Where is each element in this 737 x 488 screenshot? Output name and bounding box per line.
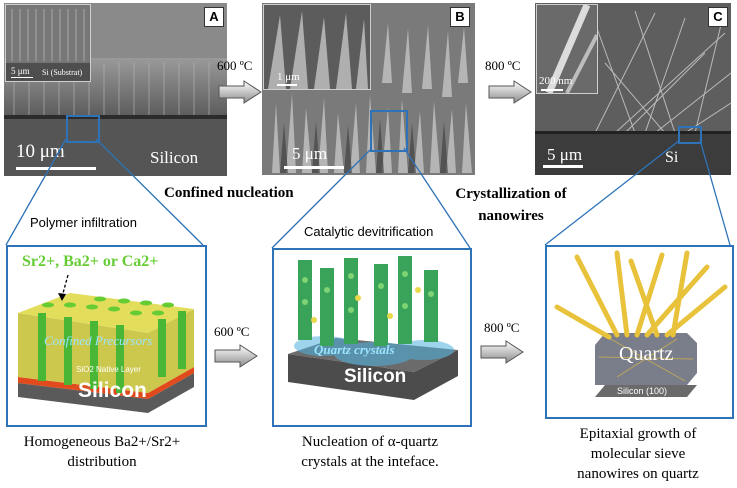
box-epitaxial-growth: Quartz Silicon (100) (545, 245, 734, 419)
box2-caption: Nucleation of α-quartz crystals at the i… (272, 432, 468, 472)
box3-caption-line3: nanowires on quartz (577, 466, 699, 482)
box2-substrate-label: Silicon (344, 366, 407, 387)
panel-c-scale-bar (543, 165, 583, 168)
box1-cations: Sr2+, Ba2+ or Ca2+ (22, 253, 158, 271)
box1-caption: Homogeneous Ba2+/Sr2+ distribution (4, 432, 200, 472)
box3-substrate-label: Silicon (100) (617, 386, 668, 396)
box2-illustration (288, 256, 458, 400)
box2-title: Catalytic devitrification (304, 224, 434, 239)
box1-title: Polymer infiltration (30, 215, 137, 230)
panel-c-inset-scale-label: 200 nm (539, 75, 573, 87)
box1-substrate-label: Silicon (78, 379, 147, 402)
temp-bottom-left: 600 ºC (214, 324, 250, 339)
box-catalytic-devitrification: Catalytic devitrification (272, 224, 472, 427)
box1-illustration (18, 274, 194, 413)
panel-c-inset-texture (545, 3, 599, 95)
panel-c-inset: 200 nm (536, 3, 599, 95)
arrow-bottom-left-icon (214, 344, 258, 368)
panel-c-sem-image: 200 nm C 5 μm Si (535, 3, 731, 175)
box2-caption-line2: crystals at the inteface. (301, 454, 439, 470)
panel-b-scale-label: 5 μm (292, 144, 328, 163)
box1-caption-line1: Homogeneous Ba2+/Sr2+ (23, 434, 181, 450)
box1-native-layer-label: SiO2 Native Layer (76, 365, 141, 374)
panel-a-inset-texture (6, 9, 90, 81)
stage-title-crystallization-text: Crystallization of nanowires (455, 186, 567, 224)
box3-caption: Epitaxial growth of molecular sieve nano… (543, 424, 733, 484)
panel-a-sem-image: 5 μm Si (Substrat) A 10 μm Silicon (4, 3, 227, 176)
box1-precursor-label: Confined Precursors (44, 333, 153, 348)
stage-title-crystallization: Crystallization of nanowires (436, 183, 586, 227)
panel-c-inset-scale-bar (541, 89, 563, 91)
panel-b-sem-image: 1 μm B 5 μm (262, 3, 475, 175)
panel-c-letter: C (708, 7, 728, 27)
box2-crystals-label: Quartz crystals (314, 342, 395, 357)
arrow-bottom-right-icon (480, 340, 524, 364)
box1-cations-text: Sr2+, Ba2+ or Ca2+ (22, 253, 159, 270)
panel-a-zoom-box (66, 115, 100, 143)
panel-a-inset: 5 μm Si (Substrat) (5, 4, 91, 82)
panel-c-scale-label: 5 μm (547, 145, 583, 164)
panel-a-inset-scale-bar (11, 77, 33, 78)
panel-b-zoom-box (370, 110, 408, 152)
panel-b-inset-texture (268, 11, 368, 89)
panel-c-zoom-box (678, 126, 702, 144)
panel-c-material-label: Si (665, 149, 679, 166)
box1-caption-line2: distribution (67, 454, 137, 470)
arrow-top-left-icon (218, 80, 262, 104)
panel-a-material-label: Silicon (150, 148, 199, 167)
panel-a-scale-label: 10 μm (16, 141, 65, 162)
temp-top-right: 800 ºC (485, 58, 521, 73)
panel-a-inset-scale-label: 5 μm (11, 66, 30, 76)
panel-b-scale-bar (284, 166, 344, 169)
box3-caption-line2: molecular sieve (590, 446, 686, 462)
panel-a-letter: A (204, 7, 224, 27)
temp-top-left: 600 ºC (217, 58, 253, 73)
panel-a-inset-caption: Si (Substrat) (42, 68, 83, 77)
stage-title-confined: Confined nucleation (164, 185, 294, 201)
panel-b-inset: 1 μm (263, 4, 371, 90)
panel-b-inset-scale-bar (277, 84, 297, 86)
box3-quartz-label: Quartz (619, 343, 674, 365)
panel-a-scale-bar (16, 167, 96, 170)
panel-b-letter: B (450, 7, 470, 27)
panel-b-inset-scale-label: 1 μm (277, 71, 300, 83)
panel-a-texture (4, 3, 227, 176)
box3-caption-line1: Epitaxial growth of (579, 426, 697, 442)
arrow-top-right-icon (488, 80, 532, 104)
box3-illustration (554, 250, 728, 397)
box2-caption-line1: Nucleation of α-quartz (301, 434, 439, 450)
temp-bottom-right: 800 ºC (484, 320, 520, 335)
box-polymer-infiltration: Polymer infiltration Sr2+, Ba2+ or Ca (6, 215, 207, 427)
